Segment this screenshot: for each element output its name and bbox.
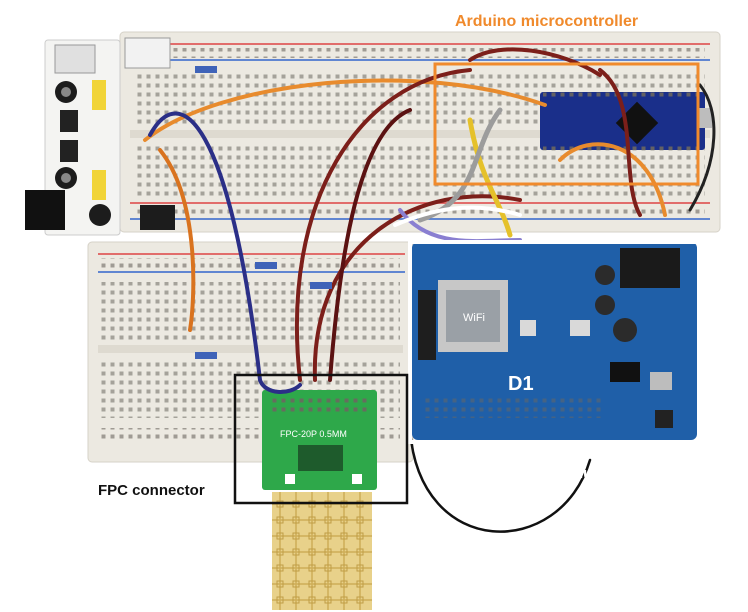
- wifi-label: Arduino Uno Wifi module: [425, 465, 605, 482]
- mcu-highlight-box: [433, 62, 700, 186]
- wifi-chip-text: WiFi: [463, 312, 485, 324]
- fpc-highlight-box: [233, 373, 409, 505]
- mcu-label: Arduino microcontroller: [455, 13, 639, 30]
- jumper-wires: [143, 47, 716, 533]
- fpc-adapter: FPC-20P 0.5MM: [262, 390, 377, 490]
- fpc-label: FPC connector: [98, 482, 205, 499]
- d1-board-text: D1: [508, 373, 534, 395]
- resistors: [195, 66, 332, 359]
- fpc-board-text: FPC-20P 0.5MM: [280, 429, 347, 439]
- top-breadboard: [119, 31, 721, 233]
- flexible-sensor: [272, 492, 372, 610]
- power-supply-module: [25, 37, 175, 236]
- arduino-uno-wifi-board: WiFi D1: [412, 242, 697, 440]
- wifi-highlight-box: [408, 240, 701, 444]
